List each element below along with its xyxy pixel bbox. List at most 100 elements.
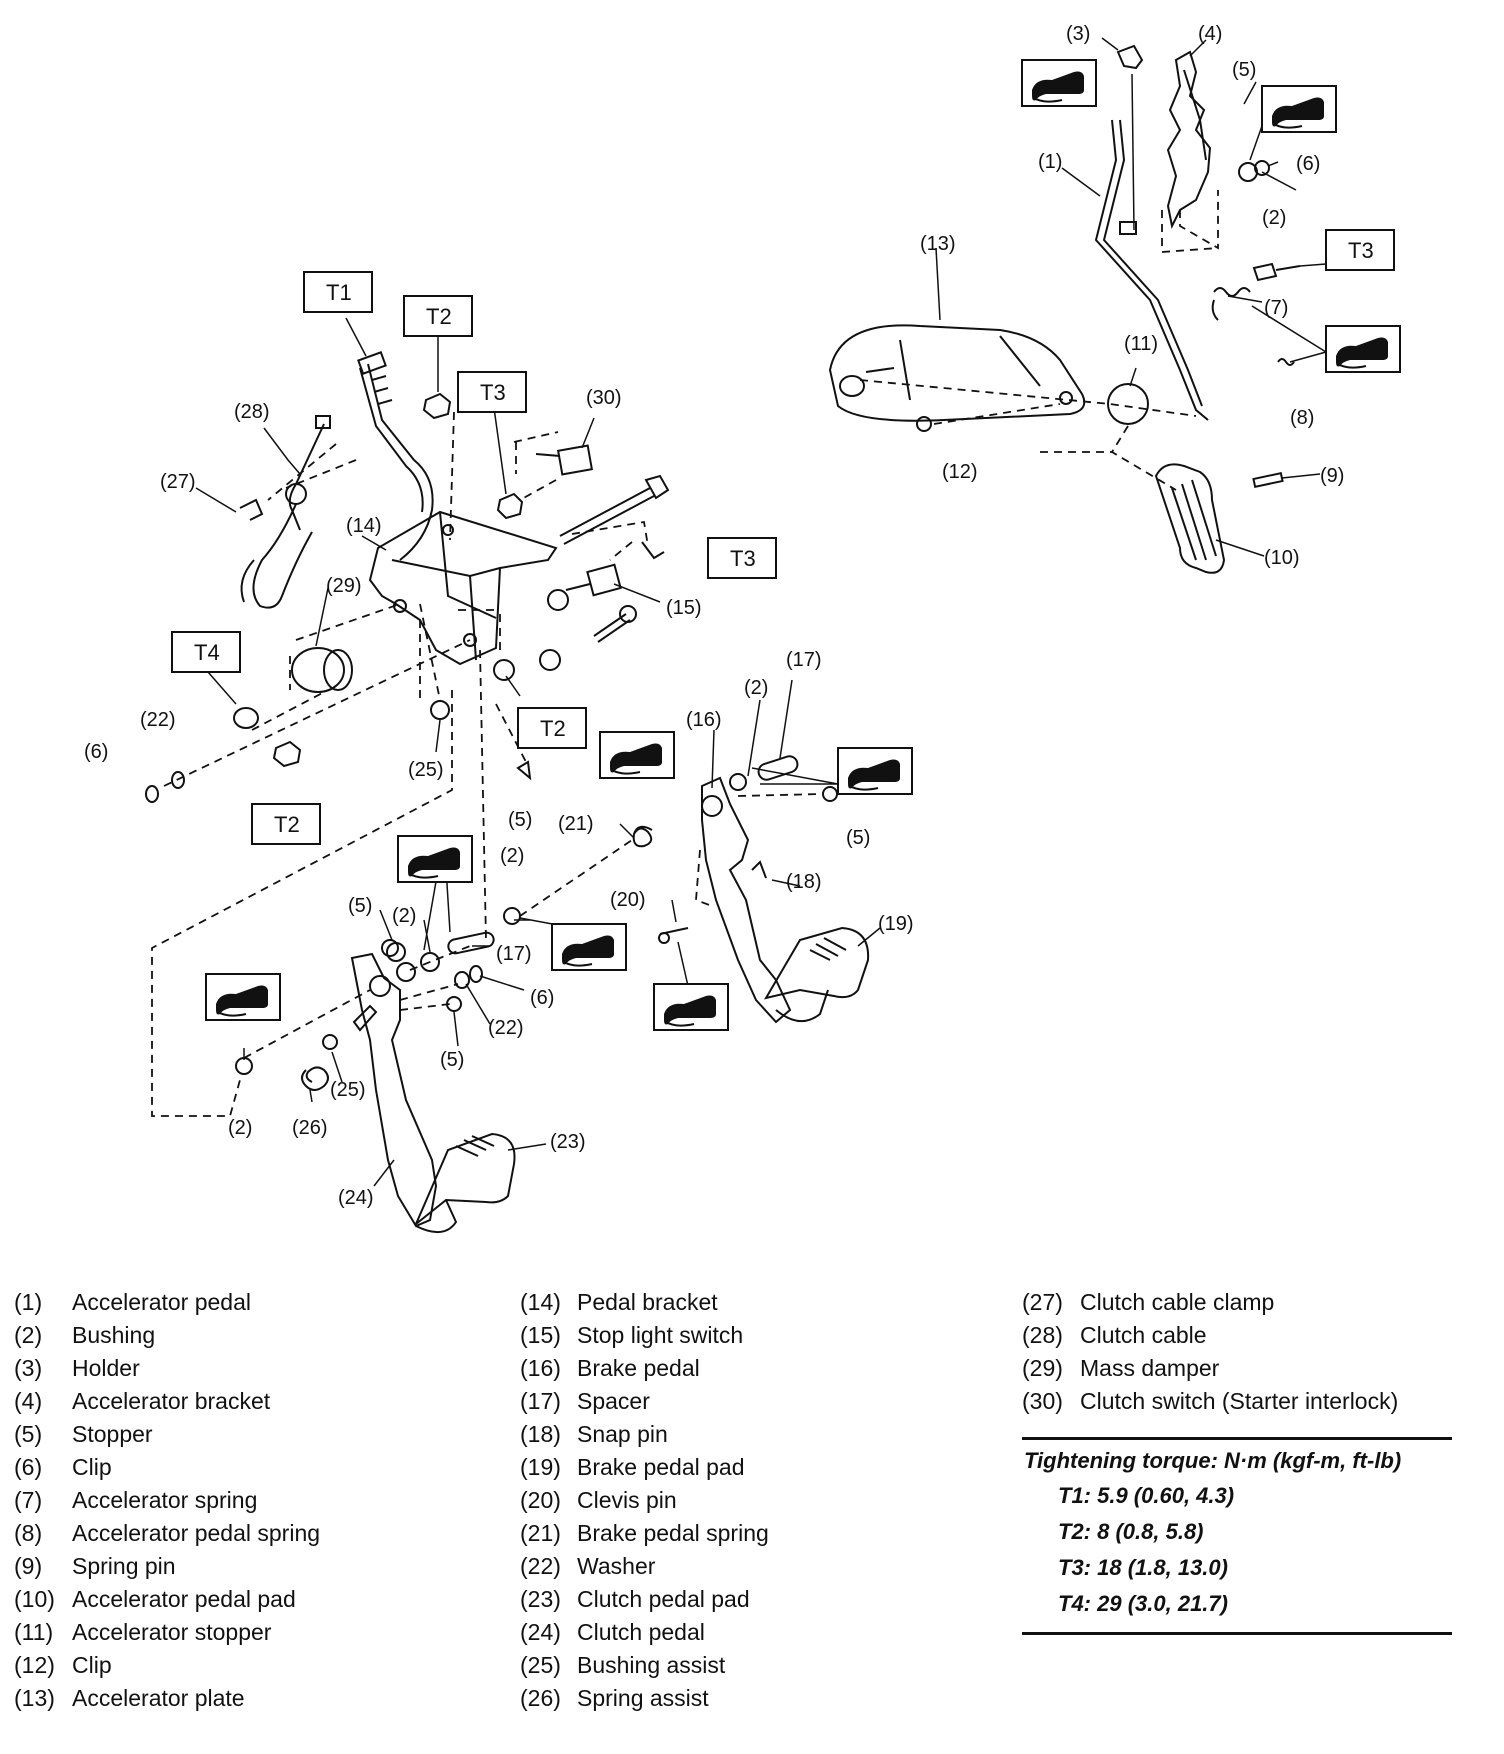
legend-item: (10)Accelerator pedal pad	[14, 1583, 320, 1616]
divider	[1022, 1632, 1452, 1635]
legend-num: (14)	[520, 1289, 561, 1315]
legend-item: (5)Stopper	[14, 1418, 320, 1451]
pedal-bracket-assembly	[145, 351, 670, 803]
torque-tag-t2: T2	[540, 716, 566, 741]
callout-23: (23)	[550, 1131, 586, 1153]
torque-tag-box	[303, 271, 373, 313]
tightening-torque-spec: Tightening torque: N·m (kgf-m, ft-lb) T1…	[1022, 1437, 1452, 1635]
grease-symbol-icon	[1261, 85, 1337, 133]
legend-item: (27)Clutch cable clamp	[1022, 1286, 1398, 1319]
legend-label: Clutch cable clamp	[1080, 1289, 1275, 1315]
legend-item: (7)Accelerator spring	[14, 1484, 320, 1517]
callout-5: (5)	[846, 827, 870, 849]
accelerator-dashed-lines	[859, 190, 1219, 491]
legend-item: (22)Washer	[520, 1550, 769, 1583]
callout-5: (5)	[508, 809, 532, 831]
torque-tag-box	[403, 295, 473, 337]
legend-item: (17)Spacer	[520, 1385, 769, 1418]
grease-symbol-icon	[653, 983, 729, 1031]
legend-label: Clutch pedal	[577, 1619, 705, 1645]
torque-tag-t3: T3	[1348, 238, 1374, 263]
torque-tag-box	[707, 537, 777, 579]
legend-num: (30)	[1022, 1388, 1063, 1414]
legend-item: (24)Clutch pedal	[520, 1616, 769, 1649]
callout-20: (20)	[610, 889, 646, 911]
torque-tag-box	[171, 631, 241, 673]
legend-label: Washer	[577, 1553, 656, 1579]
legend-num: (1)	[14, 1289, 43, 1315]
legend-num: (9)	[14, 1553, 43, 1579]
callout-27: (27)	[160, 471, 196, 493]
callout-12: (12)	[942, 461, 978, 483]
callout-5: (5)	[1232, 59, 1256, 81]
legend-num: (4)	[14, 1388, 43, 1414]
callout-14: (14)	[346, 515, 382, 537]
legend-num: (2)	[14, 1322, 43, 1348]
legend-label: Brake pedal	[577, 1355, 700, 1381]
legend-label: Bushing assist	[577, 1652, 726, 1678]
callout-22: (22)	[488, 1017, 524, 1039]
legend-num: (17)	[520, 1388, 561, 1414]
torque-tag-t4: T4	[194, 640, 220, 665]
torque-row-t2: T2: 8 (0.8, 5.8)	[1058, 1519, 1204, 1544]
accelerator-assembly	[828, 44, 1301, 574]
torque-tag-t2: T2	[274, 812, 300, 837]
callout-2: (2)	[392, 905, 416, 927]
torque-tag-t3: T3	[730, 546, 756, 571]
parts-legend-col2: (14)Pedal bracket (15)Stop light switch …	[520, 1286, 769, 1715]
legend-item: (20)Clevis pin	[520, 1484, 769, 1517]
legend-item: (8)Accelerator pedal spring	[14, 1517, 320, 1550]
brake-pedal-assembly	[503, 755, 870, 1024]
legend-label: Accelerator pedal	[72, 1289, 251, 1315]
callout-2: (2)	[1262, 207, 1286, 229]
parts-legend-col1: (1)Accelerator pedal (2)Bushing (3)Holde…	[14, 1286, 320, 1715]
legend-num: (12)	[14, 1652, 55, 1678]
callout-15: (15)	[666, 597, 702, 619]
callout-2: (2)	[744, 677, 768, 699]
callout-1: (1)	[1038, 151, 1062, 173]
legend-item: (1) Accelerator pedal	[14, 1286, 320, 1319]
callout-4: (4)	[1198, 23, 1222, 45]
callout-25: (25)	[408, 759, 444, 781]
legend-item: (6)Clip	[14, 1451, 320, 1484]
legend-num: (29)	[1022, 1355, 1063, 1381]
legend-item: (23)Clutch pedal pad	[520, 1583, 769, 1616]
callout-2: (2)	[500, 845, 524, 867]
callout-17: (17)	[786, 649, 822, 671]
callout-25: (25)	[330, 1079, 366, 1101]
legend-label: Brake pedal spring	[577, 1520, 769, 1546]
callout-18: (18)	[786, 871, 822, 893]
torque-row-t3: T3: 18 (1.8, 13.0)	[1058, 1555, 1228, 1580]
legend-num: (8)	[14, 1520, 43, 1546]
legend-num: (5)	[14, 1421, 43, 1447]
callout-26: (26)	[292, 1117, 328, 1139]
legend-num: (21)	[520, 1520, 561, 1546]
callout-6: (6)	[1296, 153, 1320, 175]
legend-label: Clutch cable	[1080, 1322, 1207, 1348]
callout-7: (7)	[1264, 297, 1288, 319]
legend-num: (28)	[1022, 1322, 1063, 1348]
callout-6: (6)	[530, 987, 554, 1009]
legend-num: (15)	[520, 1322, 561, 1348]
callout-17: (17)	[496, 943, 532, 965]
legend-item: (26)Spring assist	[520, 1682, 769, 1715]
callout-30: (30)	[586, 387, 622, 409]
legend-item: (14)Pedal bracket	[520, 1286, 769, 1319]
callout-29: (29)	[326, 575, 362, 597]
torque-tag-box	[251, 803, 321, 845]
callout-22: (22)	[140, 709, 176, 731]
legend-num: (26)	[520, 1685, 561, 1711]
callout-6: (6)	[84, 741, 108, 763]
legend-item: (16)Brake pedal	[520, 1352, 769, 1385]
callout-16: (16)	[686, 709, 722, 731]
callout-5: (5)	[348, 895, 372, 917]
legend-item: (3)Holder	[14, 1352, 320, 1385]
legend-item: (4)Accelerator bracket	[14, 1385, 320, 1418]
divider	[1022, 1437, 1452, 1440]
legend-label: Brake pedal pad	[577, 1454, 745, 1480]
brake-leader-lines	[514, 679, 881, 987]
legend-item: (11)Accelerator stopper	[14, 1616, 320, 1649]
legend-num: (11)	[14, 1619, 54, 1645]
legend-num: (3)	[14, 1355, 43, 1381]
torque-tag-t2: T2	[426, 304, 452, 329]
